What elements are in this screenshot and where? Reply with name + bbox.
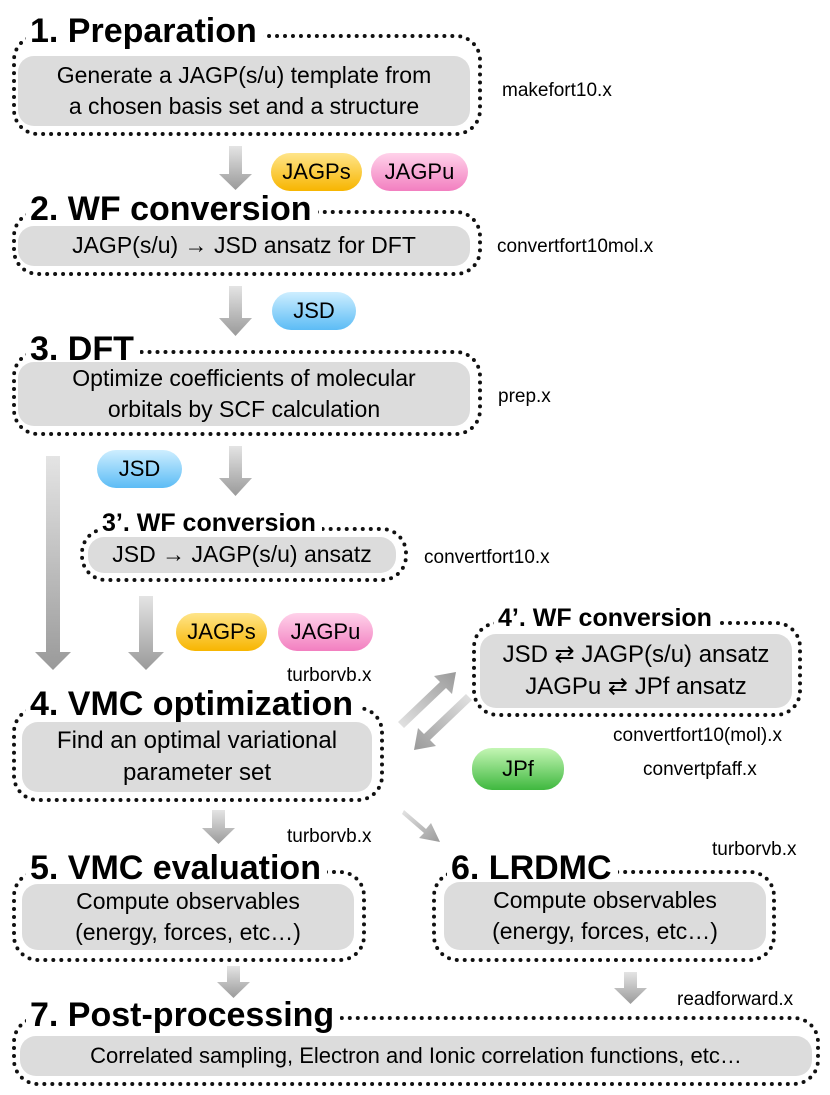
section-2-title: 2. WF conversion — [26, 192, 318, 226]
badge-jagpu-2: JAGPu — [278, 613, 373, 651]
section-3-description: Optimize coefficients of molecular orbit… — [18, 362, 470, 426]
arrow-4p-to-4 — [414, 694, 472, 750]
section-4-program: turborvb.x — [287, 665, 372, 686]
arrow-4-to-6 — [402, 810, 440, 842]
section-3p-title: 3’. WF conversion — [98, 511, 322, 536]
badge-jsd-2: JSD — [97, 450, 182, 488]
section-3-frame — [12, 350, 482, 436]
section-3-program: prep.x — [498, 386, 551, 407]
section-7-description: Correlated sampling, Electron and Ionic … — [20, 1036, 812, 1076]
badge-jagps-2: JAGPs — [176, 613, 267, 651]
arrow-4-to-4p — [398, 672, 456, 728]
section-5-title: 5. VMC evaluation — [26, 851, 327, 885]
arrow-2-to-3 — [219, 286, 252, 336]
section-2-program: convertfort10mol.x — [497, 236, 654, 257]
arrow-1-to-2 — [219, 146, 252, 190]
section-7-title: 7. Post-processing — [26, 998, 341, 1032]
badge-jsd: JSD — [272, 292, 356, 330]
arrow-6-to-7 — [614, 972, 647, 1004]
section-4p-program-2: convertpfaff.x — [643, 759, 757, 780]
section-4p-description: JSD ⇄ JAGP(s/u) ansatz JAGPu ⇄ JPf ansat… — [480, 634, 792, 708]
section-3-title: 3. DFT — [26, 332, 140, 366]
arrow-3-to-3p — [219, 446, 252, 496]
section-5-program: turborvb.x — [287, 826, 372, 847]
arrow-3p-to-4 — [128, 596, 164, 670]
badge-jagpu: JAGPu — [371, 153, 468, 191]
section-6-description: Compute observables (energy, forces, etc… — [444, 882, 766, 950]
section-4p-program-1: convertfort10(mol).x — [613, 725, 782, 746]
section-4p-title: 4’. WF conversion — [494, 606, 718, 631]
arrow-3-to-4 — [35, 456, 71, 670]
section-4-description: Find an optimal variational parameter se… — [22, 722, 372, 792]
section-4-title: 4. VMC optimization — [26, 687, 359, 721]
section-5-description: Compute observables (energy, forces, etc… — [22, 884, 354, 950]
section-7-frame — [12, 1016, 820, 1086]
section-3p-program: convertfort10.x — [424, 547, 550, 568]
section-2-description: JAGP(s/u) → JSD ansatz for DFT — [18, 226, 470, 266]
arrow-4-to-5 — [202, 810, 235, 844]
arrow-5-to-7 — [217, 966, 250, 998]
section-1-program: makefort10.x — [502, 80, 612, 101]
section-6-title: 6. LRDMC — [447, 851, 618, 885]
section-3p-description: JSD → JAGP(s/u) ansatz — [88, 537, 396, 573]
badge-jpf: JPf — [472, 748, 564, 790]
section-6-program: turborvb.x — [712, 839, 797, 860]
section-1-description: Generate a JAGP(s/u) template from a cho… — [18, 56, 470, 126]
badge-jagps: JAGPs — [271, 153, 362, 191]
section-1-title: 1. Preparation — [26, 14, 263, 48]
section-7-program: readforward.x — [677, 989, 794, 1010]
